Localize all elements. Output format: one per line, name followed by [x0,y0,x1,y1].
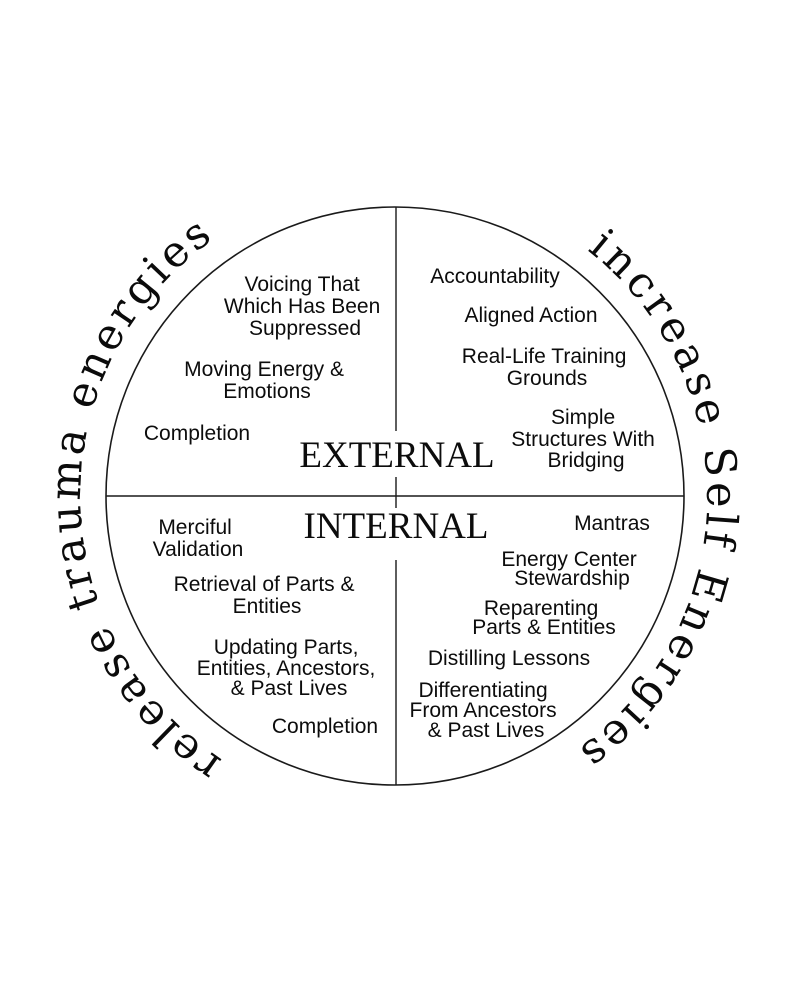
label-completion-internal: Completion [272,715,378,738]
label-completion-external: Completion [144,422,250,445]
label-voicing-suppressed: Voicing That Which Has Been Suppressed [224,273,386,340]
label-aligned-action: Aligned Action [464,304,597,327]
label-merciful-validation: Merciful Validation [153,516,244,561]
label-retrieval-parts: Retrieval of Parts & Entities [174,573,361,618]
label-updating-parts: Updating Parts, Entities, Ancestors, & P… [197,636,381,700]
label-energy-center: Energy Center Stewardship [501,548,642,590]
label-external: EXTERNAL [299,435,494,476]
label-mantras: Mantras [574,512,650,535]
label-real-life-training: Real-Life Training Grounds [462,345,632,390]
label-moving-energy: Moving Energy & Emotions [184,358,350,403]
label-reparenting-parts: Reparenting Parts & Entities [472,597,616,639]
arc-text-release: release trauma energies [41,207,230,792]
label-distilling-lessons: Distilling Lessons [428,647,590,670]
label-accountability: Accountability [430,265,560,288]
label-differentiating-ancestors: Differentiating From Ancestors & Past Li… [410,679,563,742]
label-internal: INTERNAL [304,506,489,547]
label-simple-structures: Simple Structures With Bridging [511,406,660,472]
